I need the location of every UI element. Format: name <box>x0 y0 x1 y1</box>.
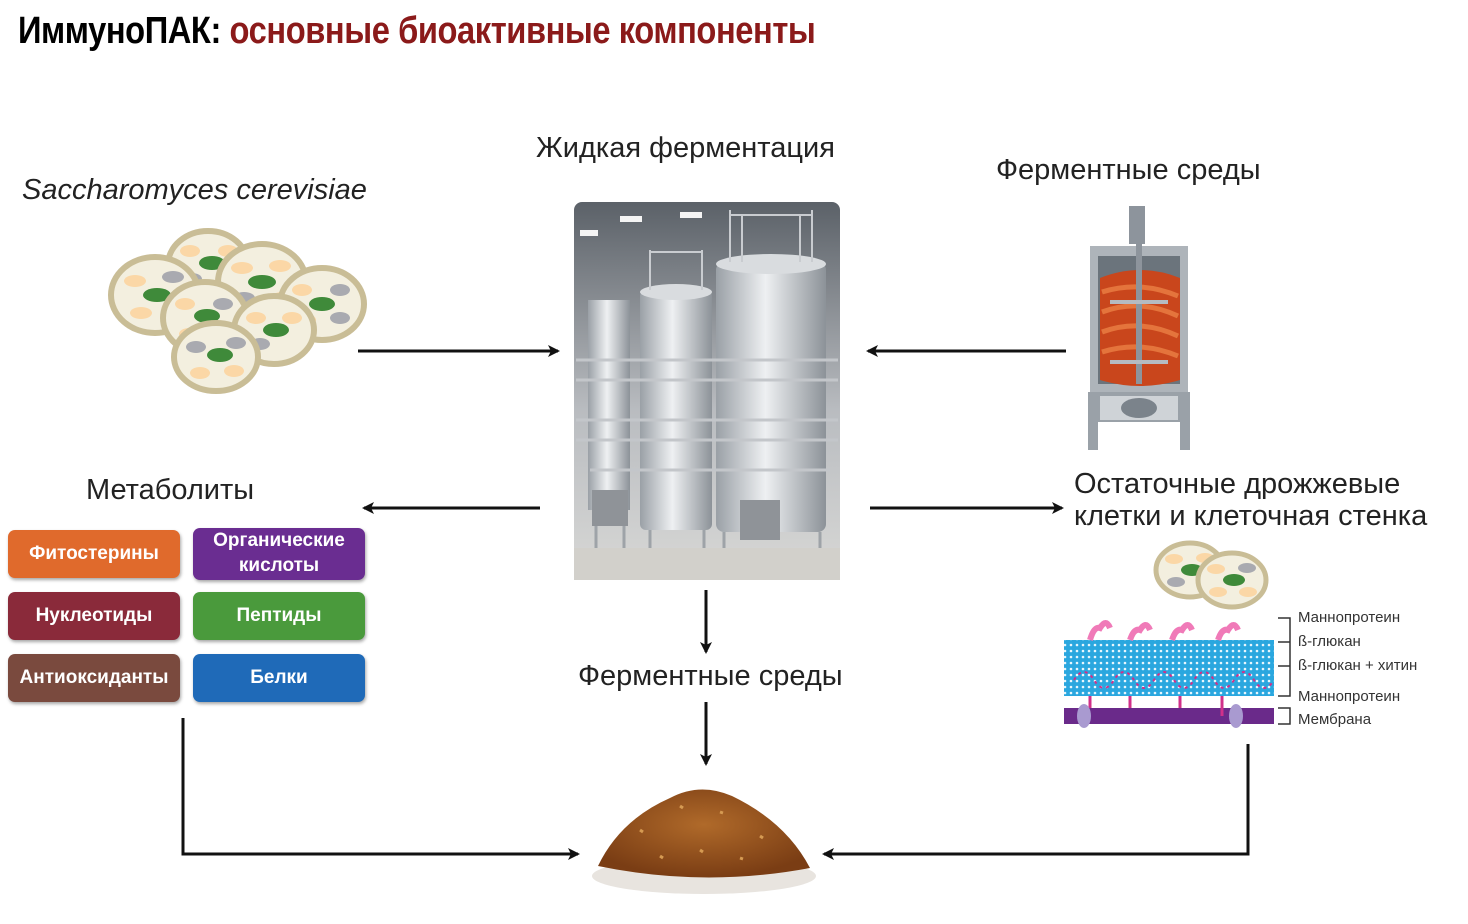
layer-mannoprotein-top: Маннопротеин <box>1298 609 1401 626</box>
title-subtitle: основные биоактивные компоненты <box>229 10 816 52</box>
chip-antioxidants: Антиоксиданты <box>8 654 180 702</box>
title-brand: ИммуноПАК: <box>18 10 221 52</box>
residual-cells-line1: Остаточные дрожжевые <box>1074 468 1401 500</box>
yeast-label: Saccharomyces cerevisiae <box>22 174 367 206</box>
layer-membrane: Мембрана <box>1298 711 1372 728</box>
residual-cells-icon <box>1153 540 1269 610</box>
fermentation-media-bottom-label: Ферментные среды <box>578 660 843 692</box>
powder-pile-image <box>592 789 816 894</box>
layer-beta-glucan: ß-глюкан <box>1298 633 1361 650</box>
chip-nucleotides: Нуклеотиды <box>8 592 180 640</box>
page-title: ИммуноПАК: основные биоактивные компонен… <box>18 10 816 53</box>
layer-beta-glucan-chitin: ß-глюкан + хитин <box>1298 657 1418 674</box>
chip-peptides: Пептиды <box>193 592 365 640</box>
residual-cells-line2: клетки и клеточная стенка <box>1074 500 1428 532</box>
chip-organic-acids: Органические кислоты <box>193 528 365 580</box>
metabolites-label: Метаболиты <box>86 474 255 506</box>
fermentation-plant-image <box>574 202 840 580</box>
yeast-cells-icon <box>108 228 367 394</box>
chip-phytosterols: Фитостерины <box>8 530 180 578</box>
layer-mannoprotein-bottom: Маннопротеин <box>1298 688 1401 705</box>
bioreactor-icon <box>1088 206 1190 450</box>
flow-arrows <box>181 345 1250 860</box>
liquid-fermentation-label: Жидкая ферментация <box>536 132 835 164</box>
cell-wall-diagram <box>1064 617 1291 728</box>
residual-cells-label: Остаточные дрожжевые клетки и клеточная … <box>1074 468 1427 532</box>
chip-proteins: Белки <box>193 654 365 702</box>
fermentation-media-top-label: Ферментные среды <box>996 154 1261 186</box>
